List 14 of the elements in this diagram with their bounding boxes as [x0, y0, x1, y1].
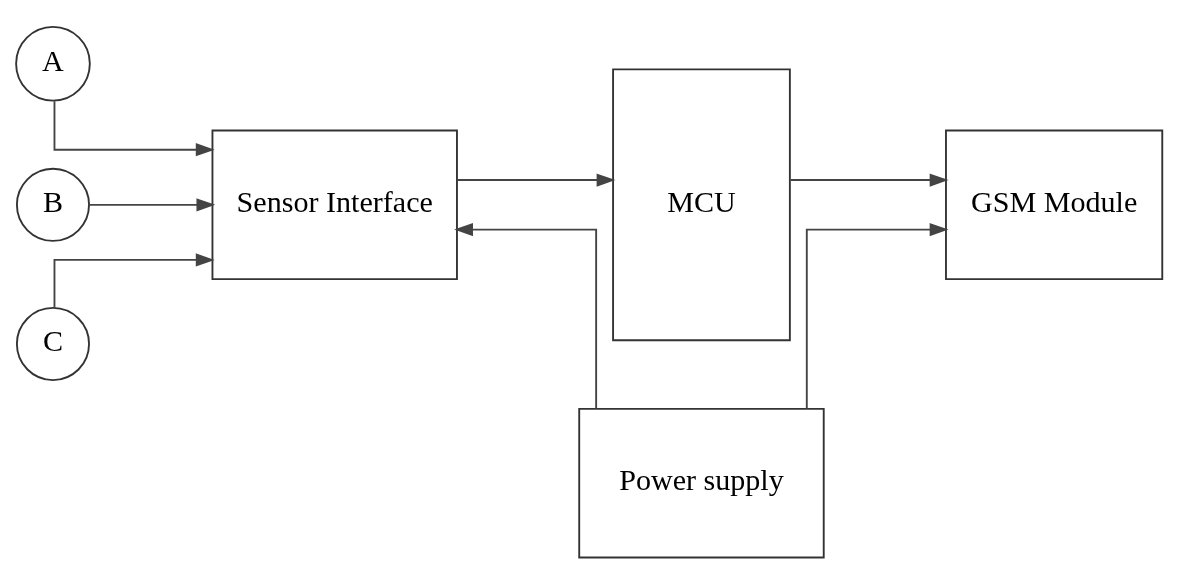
arrow — [789, 173, 949, 187]
arrow — [53, 100, 215, 157]
arrow — [805, 223, 949, 410]
arrow — [454, 223, 598, 410]
arrow — [456, 173, 616, 187]
arrow — [88, 198, 216, 212]
arrow — [53, 253, 215, 309]
node-box: Power supply — [578, 407, 825, 559]
node-circle: B — [15, 167, 90, 242]
node-box: GSM Module — [945, 129, 1164, 281]
node-box: Sensor Interface — [211, 129, 458, 281]
node-circle: A — [15, 25, 91, 102]
node-box: MCU — [612, 68, 791, 342]
node-circle: C — [15, 307, 90, 381]
